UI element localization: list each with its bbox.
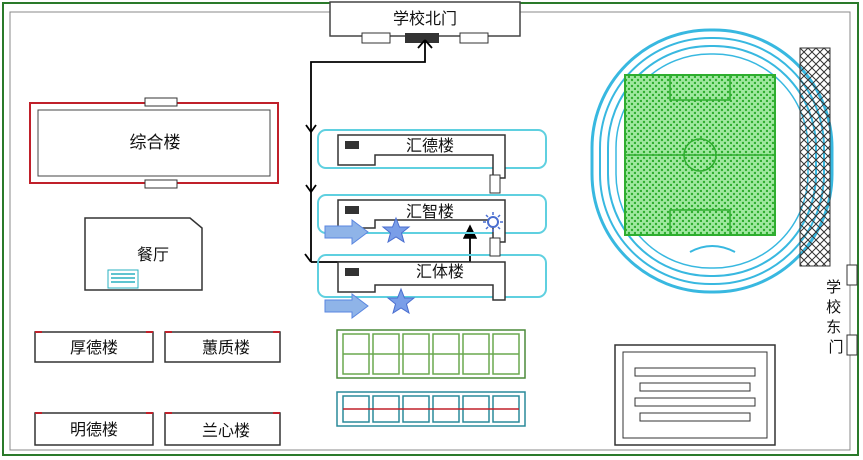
building-mingde-label: 明德楼 — [70, 420, 118, 439]
building-lanxin-label: 兰心楼 — [202, 421, 250, 440]
building-zonghe[interactable]: 综合楼 — [29, 97, 279, 189]
east-gate-char-1: 学 — [826, 278, 841, 296]
building-huiti[interactable]: 汇体楼 — [317, 254, 547, 301]
building-canting[interactable]: 餐厅 — [84, 217, 203, 291]
building-huide-label: 汇德楼 — [406, 136, 454, 155]
building-huide[interactable]: 汇德楼 — [317, 129, 547, 179]
east-gate-char-2: 校 — [826, 298, 841, 316]
building-canting-label: 餐厅 — [137, 245, 169, 264]
building-huizhi-label: 汇智楼 — [406, 202, 454, 221]
building-zonghe-label: 综合楼 — [130, 133, 181, 153]
building-houde-label: 厚德楼 — [70, 338, 118, 357]
building-houde[interactable]: 厚德楼 — [34, 331, 154, 363]
north-gate-label: 学校北门 — [393, 9, 457, 28]
sports-area-southeast — [614, 344, 776, 446]
connector-corridors — [489, 174, 501, 257]
tennis-courts — [336, 391, 526, 427]
basketball-courts — [336, 329, 526, 379]
arrow-right-icon — [324, 219, 369, 245]
football-field — [624, 74, 776, 236]
building-huizhi2[interactable]: 蕙质楼 — [164, 331, 281, 363]
building-huiti-label: 汇体楼 — [416, 262, 464, 281]
star-icon — [386, 287, 416, 315]
sun-icon — [483, 212, 503, 232]
building-mingde[interactable]: 明德楼 — [34, 412, 154, 446]
arrow-right-icon — [324, 293, 369, 319]
building-huizhi2-label: 蕙质楼 — [202, 338, 250, 357]
building-huizhi[interactable]: 汇智楼 — [317, 194, 547, 243]
building-lanxin[interactable]: 兰心楼 — [164, 412, 281, 446]
east-gate-char-4: 门 — [828, 338, 843, 356]
north-gate: 学校北门 — [329, 1, 521, 44]
east-gate-label: 学 校 东 门 — [826, 278, 846, 356]
east-gate-char-3: 东 — [826, 318, 841, 336]
star-icon — [381, 216, 411, 244]
east-gate: 学 校 东 门 — [826, 264, 858, 356]
